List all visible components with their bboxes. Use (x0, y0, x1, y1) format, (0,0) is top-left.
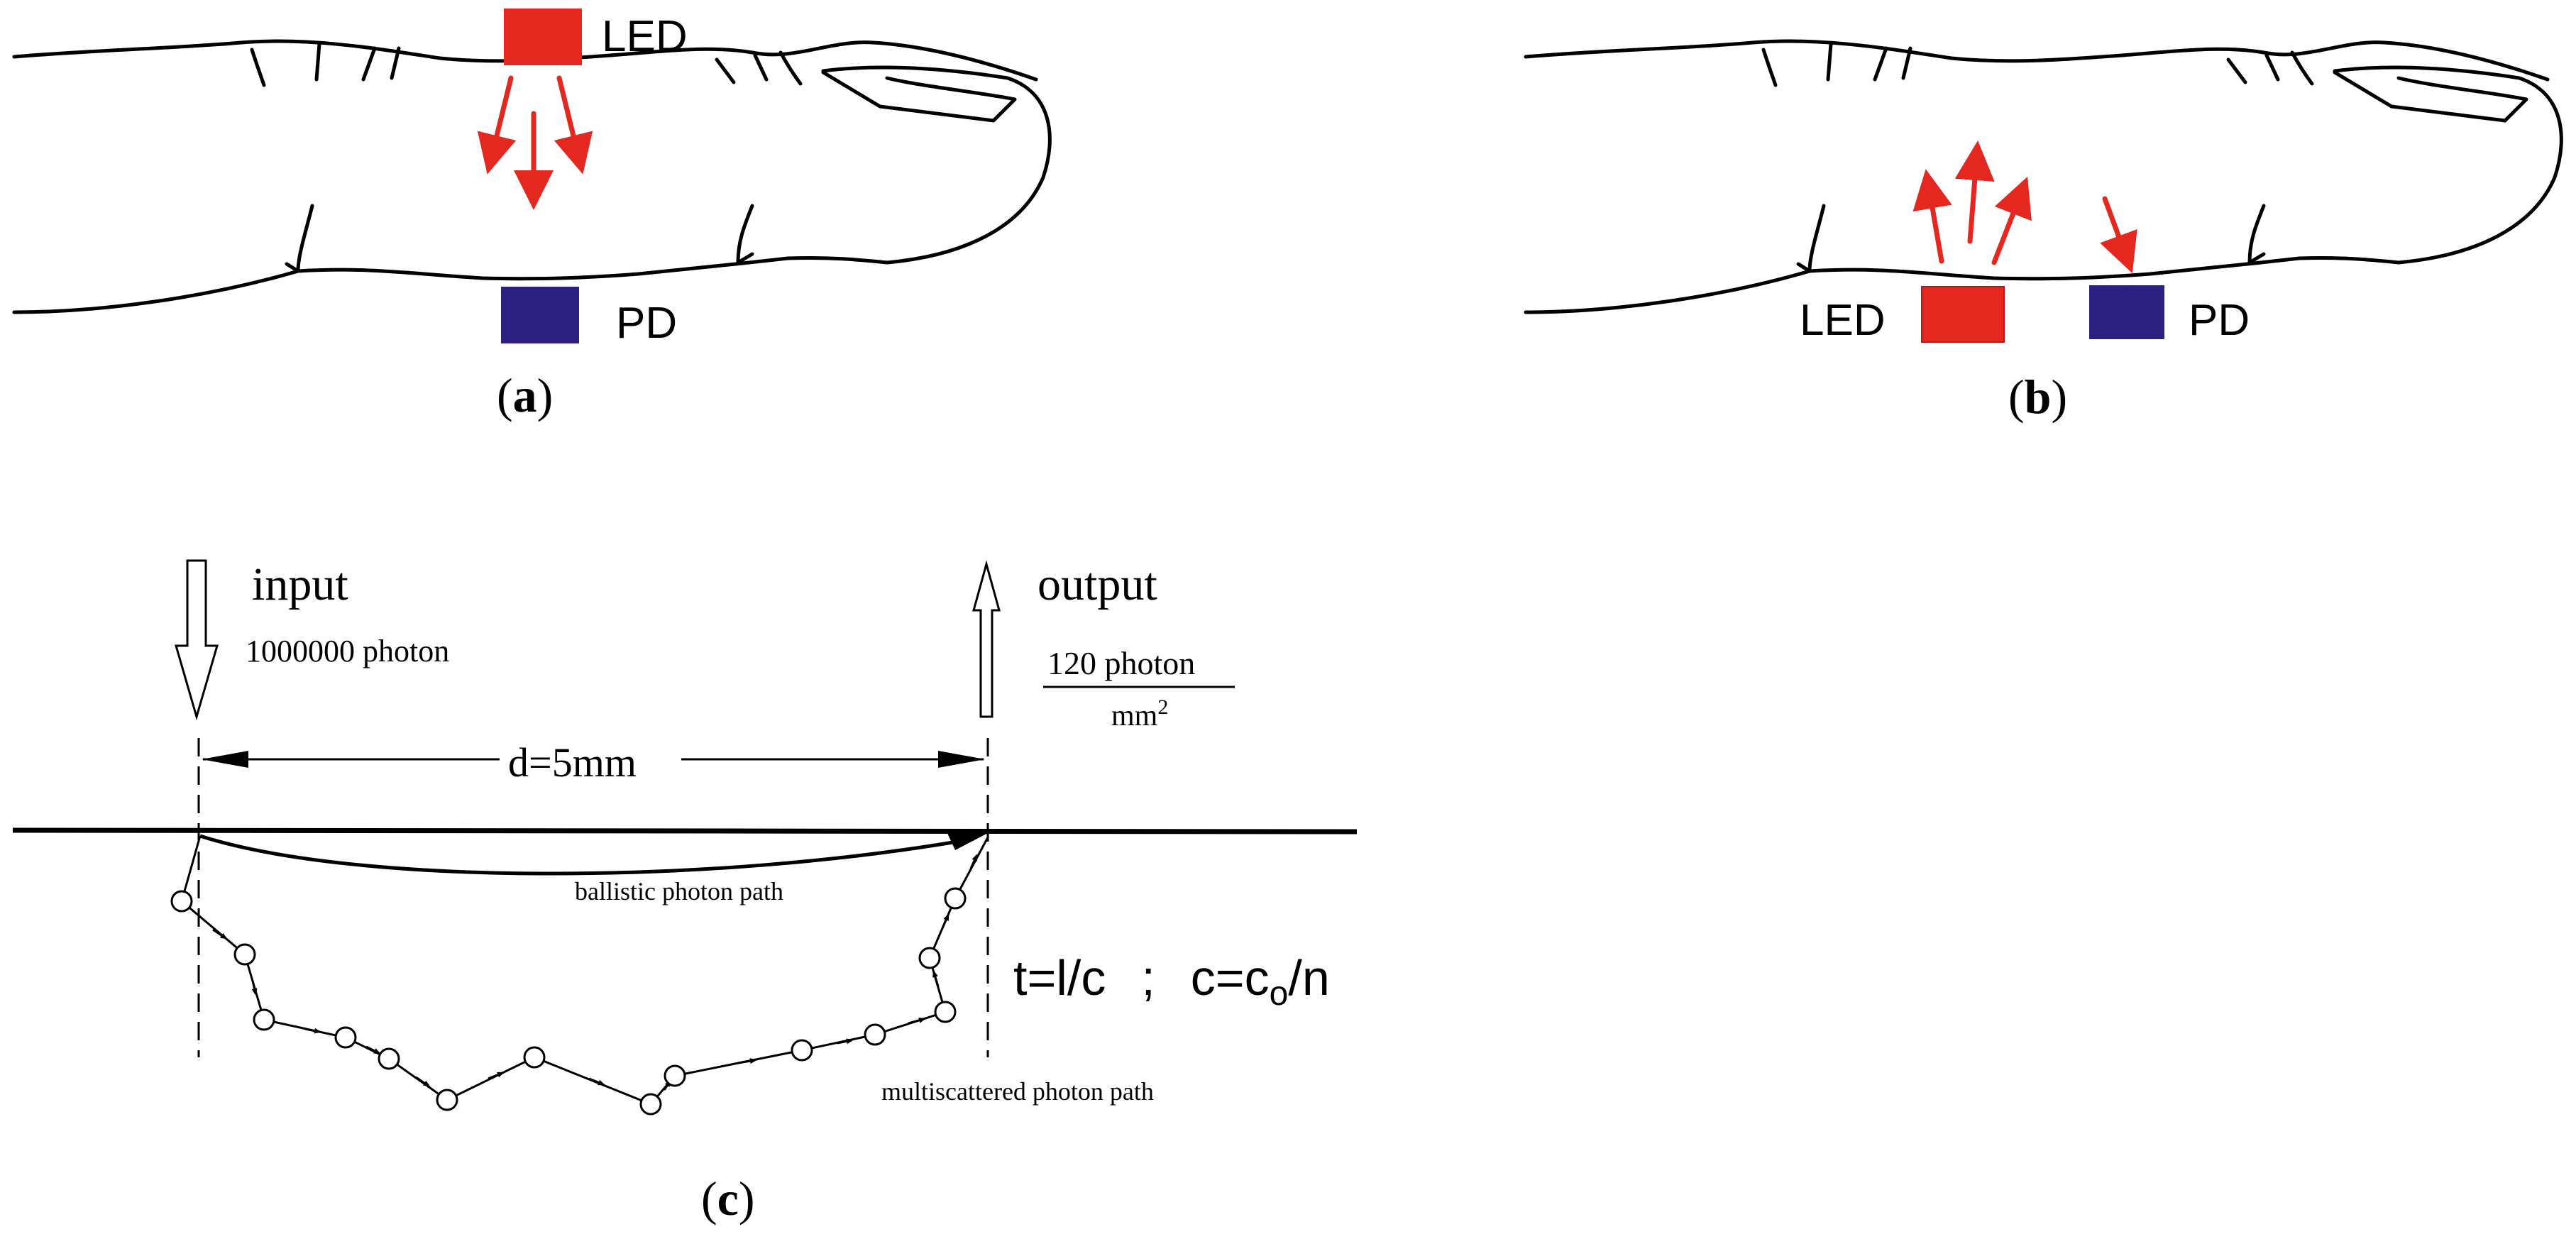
finger-outline-a (12, 39, 1052, 314)
scattering-event (918, 947, 941, 969)
scattering-event (233, 943, 256, 966)
led-source-b (1921, 286, 2005, 343)
input-arrow (175, 559, 219, 721)
scattering-event (334, 1026, 357, 1049)
emission-arrow-right (554, 75, 593, 175)
pd-detector-a (501, 287, 579, 343)
distance-arrowhead-right (938, 751, 985, 768)
scattering-event (639, 1093, 662, 1116)
led-label-a: LED (602, 12, 688, 61)
emission-arrows-a (477, 75, 593, 210)
multiscattered-photon-path (170, 835, 989, 1116)
tissue-surface-line (12, 827, 1358, 835)
emission-arrow-left (1912, 169, 1952, 264)
input-count: 1000000 photon (246, 634, 449, 668)
scattering-event (436, 1089, 458, 1111)
pd-label-a: PD (616, 299, 677, 348)
ballistic-label: ballistic photon path (575, 877, 783, 905)
panel-c: input 1000000 photon output 120 photon m… (12, 558, 1358, 1226)
ballistic-photon-path (199, 834, 974, 876)
time-formula: t=l/c;c=co/n (1013, 950, 1330, 1013)
output-arrow (972, 560, 1001, 718)
distance-label-gap (500, 742, 681, 776)
led-label-b: LED (1800, 296, 1886, 345)
scattering-event (523, 1046, 546, 1069)
distance-arrowhead-left (202, 751, 248, 768)
emission-arrow-center (1954, 141, 1995, 244)
output-label: output (1037, 558, 1157, 610)
led-source-a (504, 9, 582, 65)
scattering-event (791, 1039, 813, 1062)
scattering-event (864, 1023, 886, 1046)
emission-arrows-b (1912, 141, 2137, 274)
distance-label: d=5mm (508, 739, 637, 786)
scattering-events (170, 887, 967, 1116)
scattering-event (934, 1001, 957, 1023)
scattering-event (944, 887, 967, 910)
panel-b: LED PD (b) (1524, 39, 2563, 424)
ballistic-arrowhead (947, 832, 988, 850)
pd-detector-b (2089, 285, 2164, 339)
input-label: input (252, 558, 348, 610)
scattering-event (170, 890, 193, 913)
reflected-arrow (2100, 196, 2137, 274)
scattering-event (664, 1064, 686, 1087)
panel-a: LED PD (a) (12, 9, 1052, 422)
scattering-event (253, 1008, 275, 1031)
finger-outline-b (1524, 39, 2563, 314)
scattering-event (378, 1047, 400, 1070)
emission-arrow-left (477, 75, 517, 175)
caption-c: (c) (701, 1172, 755, 1226)
emission-arrow-right (1991, 176, 2032, 265)
output-count: 120 photon (1047, 645, 1195, 681)
caption-b: (b) (2008, 370, 2067, 424)
output-unit: mm2 (1111, 695, 1168, 732)
caption-a: (a) (497, 368, 553, 422)
pd-label-b: PD (2189, 296, 2250, 345)
multiscattered-label: multiscattered photon path (881, 1077, 1154, 1106)
